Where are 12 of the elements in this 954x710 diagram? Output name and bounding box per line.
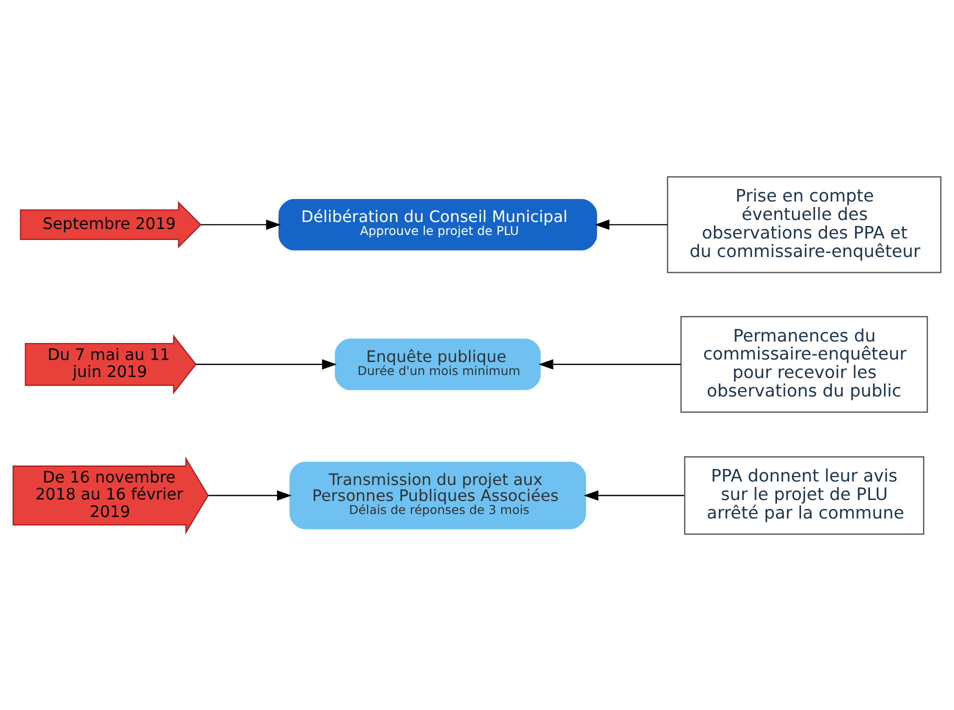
arrow [594,219,668,230]
arrow [201,219,281,230]
node-box: Prise en compte éventuelle des observations des PPA et du commissaire-enquêteur [666,176,942,273]
node-box: Enquête publique Durée d'un mois minimum [334,338,541,390]
node-box: Permanences du commissaire-enquêteur pour recevoir les observations du public [680,315,928,412]
arrow [538,358,681,370]
node-box: Transmission du projet aux Personnes Publiques Associées Délais de réponses de 3 mois [290,461,586,529]
node-box: PPA donnent leur avis sur le projet de PLU arrêté par la commune [684,456,924,534]
arrow [584,490,684,500]
arrow [208,490,292,500]
arrow [196,358,337,370]
node-box: Délibération du Conseil Municipal Approuve le projet de PLU [278,198,598,250]
